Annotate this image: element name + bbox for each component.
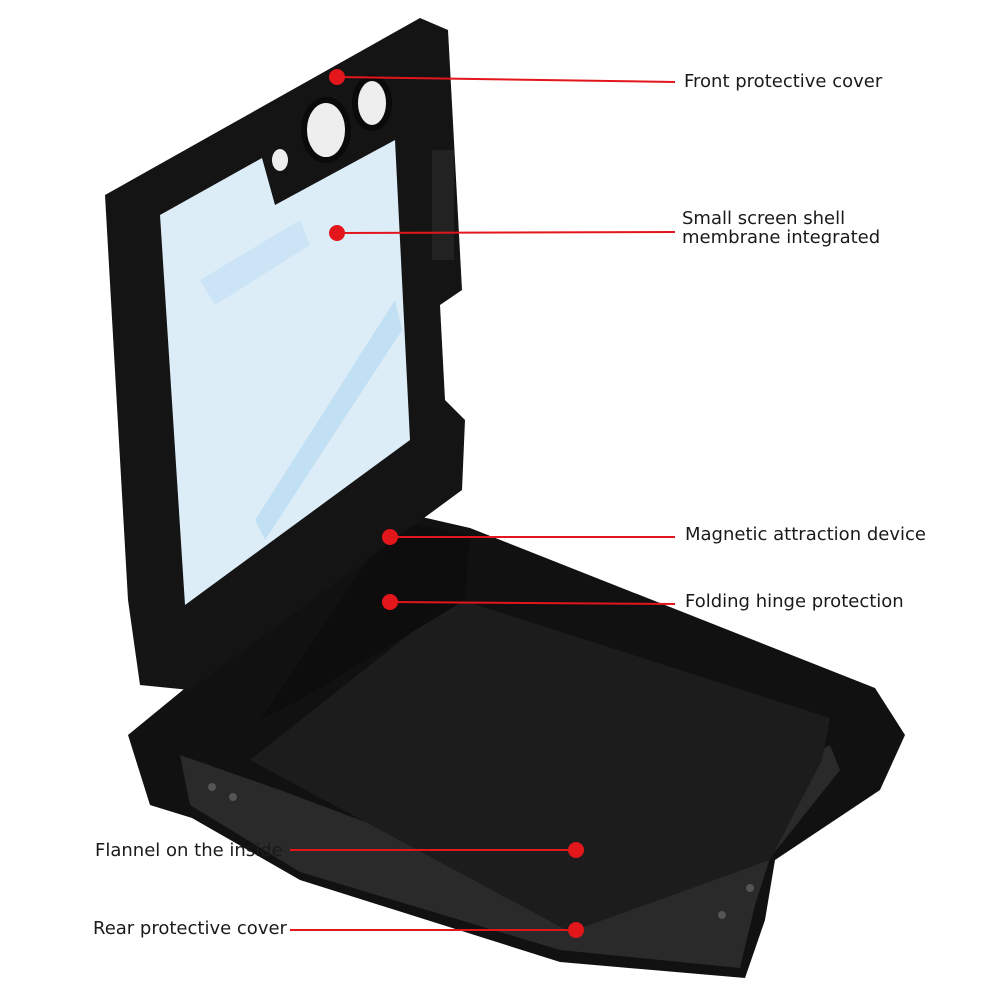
- label-front-protective-cover: Front protective cover: [684, 71, 883, 92]
- label-magnetic-attraction-device: Magnetic attraction device: [685, 524, 926, 545]
- rear-cover-shape: [128, 512, 905, 978]
- label-flannel-inside: Flannel on the inside: [95, 840, 283, 861]
- annotation-lines: [290, 76, 676, 931]
- marker-dot-rear: [568, 922, 584, 938]
- label-folding-hinge-protection: Folding hinge protection: [685, 591, 904, 612]
- marker-dot-hinge: [382, 594, 398, 610]
- label-line-1: Small screen shell: [682, 208, 846, 229]
- front-cover-shape: [105, 18, 465, 690]
- leader-line-front: [336, 76, 676, 83]
- annotation-dots: [329, 69, 584, 938]
- marker-dot-flannel: [568, 842, 584, 858]
- marker-dot-screen: [329, 225, 345, 241]
- marker-dot-magnetic: [382, 529, 398, 545]
- label-rear-protective-cover: Rear protective cover: [93, 918, 287, 939]
- label-line-2: membrane integrated: [682, 227, 881, 248]
- leader-line-screen: [336, 231, 676, 234]
- leader-line-hinge: [389, 601, 676, 605]
- marker-dot-front: [329, 69, 345, 85]
- label-small-screen-shell: Small screen shell membrane integrated: [682, 209, 880, 247]
